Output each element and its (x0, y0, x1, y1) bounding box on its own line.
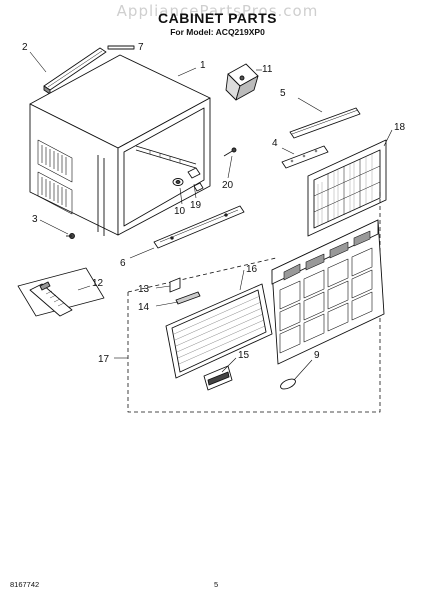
front-panel (271, 219, 385, 365)
part-4-strip (281, 145, 329, 169)
page-title: CABINET PARTS (157, 10, 278, 26)
part-19-clip (187, 167, 204, 192)
part-11-bracket (225, 63, 259, 101)
part-20-screw (223, 147, 237, 157)
callout-20: 20 (222, 180, 234, 191)
watermark: AppliancePartsPros.com (116, 2, 319, 20)
callout-2: 2 (22, 42, 28, 53)
part-15-handle (203, 365, 233, 391)
model-subtitle: For Model: ACQ219XP0 (170, 27, 265, 37)
part-6-lower-rail (153, 205, 245, 249)
part-1-cabinet (29, 54, 211, 239)
callout-9: 9 (314, 350, 320, 361)
part-10-fastener (172, 178, 184, 186)
document-number: 8167742 (10, 580, 40, 589)
part-18-filter (307, 139, 387, 237)
callout-13: 13 (138, 284, 150, 295)
callout-4: 4 (272, 138, 278, 149)
callout-7: 7 (138, 42, 144, 53)
part-2-top-rail (43, 47, 107, 95)
leader-lines (29, 45, 393, 381)
callout-6: 6 (120, 258, 126, 269)
callout-1: 1 (200, 60, 206, 71)
callout-19: 19 (190, 200, 202, 211)
callout-15: 15 (238, 350, 250, 361)
callout-14: 14 (138, 302, 150, 313)
callout-18: 18 (394, 122, 406, 133)
part-14-latch (175, 291, 201, 305)
page-number: 5 (214, 580, 219, 589)
part-5-strip (289, 107, 361, 139)
callout-11: 11 (262, 64, 273, 75)
part-13-clip (169, 277, 181, 293)
part-9-pad (280, 378, 296, 390)
callout-17: 17 (98, 354, 110, 365)
callout-5: 5 (280, 88, 286, 99)
callout-12: 12 (92, 278, 104, 289)
callout-10: 10 (174, 206, 186, 217)
part-16-grille (165, 283, 273, 379)
callout-16: 16 (246, 264, 258, 275)
part-7-trim-strip (107, 45, 135, 50)
part-12-remote (17, 267, 105, 317)
callout-3: 3 (32, 214, 38, 225)
